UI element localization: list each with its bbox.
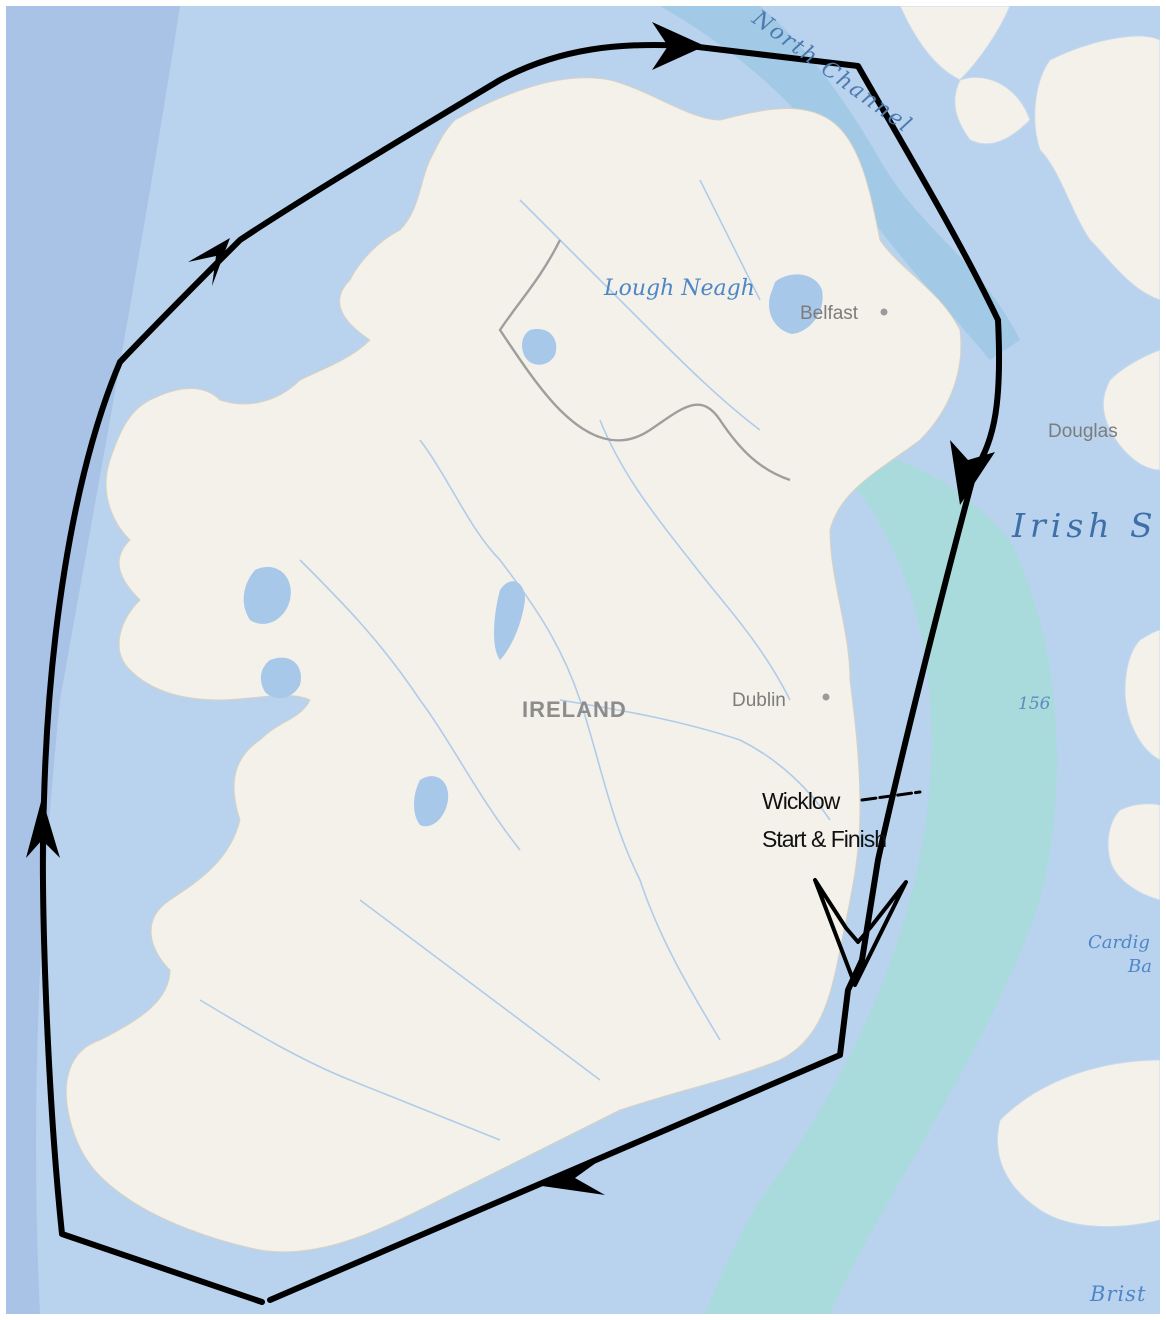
irish-sea-shallows — [705, 448, 1057, 1314]
start-finish-label: Start & Finish — [762, 826, 887, 852]
route-arrows — [26, 22, 995, 1195]
belfast-label: Belfast — [800, 303, 859, 324]
irish-sea-label: Irish S — [1012, 506, 1158, 545]
deep-ocean-west — [6, 6, 180, 1314]
bristol-channel-label: Brist — [1090, 1282, 1147, 1306]
ireland-landmass — [65, 77, 962, 1253]
start-line — [860, 790, 922, 802]
cardigan-bay-label-line2: Ba — [1128, 956, 1152, 977]
arrow-east-icon — [652, 22, 705, 70]
douglas-label: Douglas — [1048, 421, 1118, 442]
dublin-label: Dublin — [732, 690, 786, 711]
wicklow-label: Wicklow — [762, 788, 840, 814]
arrow-north-icon — [26, 798, 60, 858]
arrow-south-icon — [950, 440, 995, 505]
border-line — [498, 239, 791, 482]
lough-neagh-label: Lough Neagh — [604, 276, 755, 301]
finish-arrow-icon — [813, 878, 908, 987]
north-channel-water — [660, 6, 1020, 360]
cardigan-bay-label: Cardig — [1088, 932, 1150, 953]
belfast-dot — [880, 308, 888, 316]
britain-landmass — [899, 6, 1160, 1228]
arrow-southwest-icon — [535, 1160, 605, 1195]
arrow-northeast-icon — [188, 238, 230, 286]
dublin-dot — [822, 693, 830, 701]
rivers — [199, 179, 831, 1141]
depth-label: 156 — [1018, 694, 1051, 714]
map-canvas — [6, 6, 1160, 1314]
lough-neagh — [768, 274, 823, 334]
map-view[interactable]: North Channel Lough Neagh Belfast Dougla… — [6, 6, 1160, 1314]
ireland-label: IRELAND — [522, 697, 627, 722]
lakes — [243, 274, 823, 827]
